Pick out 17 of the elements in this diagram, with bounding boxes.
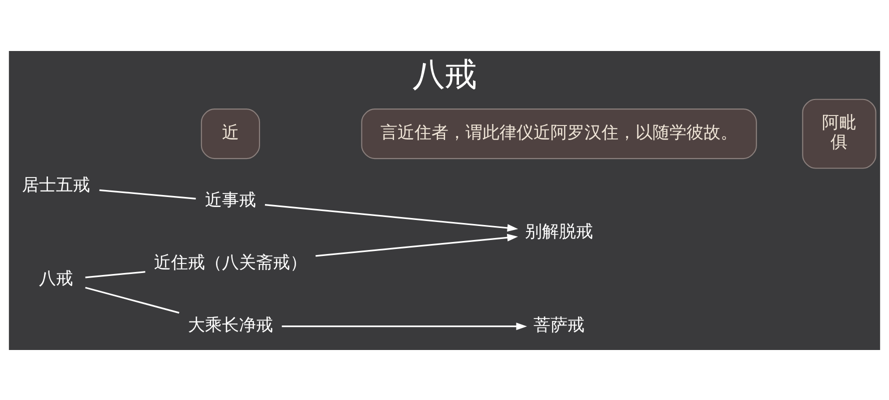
node-box: 近 [200,108,260,159]
node-box: 阿毗 俱 [802,98,876,168]
arrow [282,322,527,330]
node-box: 言近住者，谓此律仪近阿罗汉住，以随学彼故。 [361,108,757,159]
node-text: 大乘长净戒 [188,314,273,335]
connector [85,286,180,314]
node-text: 别解脱戒 [525,221,594,242]
connector [85,270,146,278]
arrow [316,233,518,256]
node-text: 菩萨戒 [534,314,585,335]
node-text: 近住戒（八关斋戒） [154,252,307,273]
node-text: 居士五戒 [22,175,90,196]
node-text: 近事戒 [204,190,256,210]
diagram-title: 八戒 [412,54,476,93]
connector [99,188,196,199]
arrow [264,203,518,232]
node-text: 八戒 [39,268,74,289]
